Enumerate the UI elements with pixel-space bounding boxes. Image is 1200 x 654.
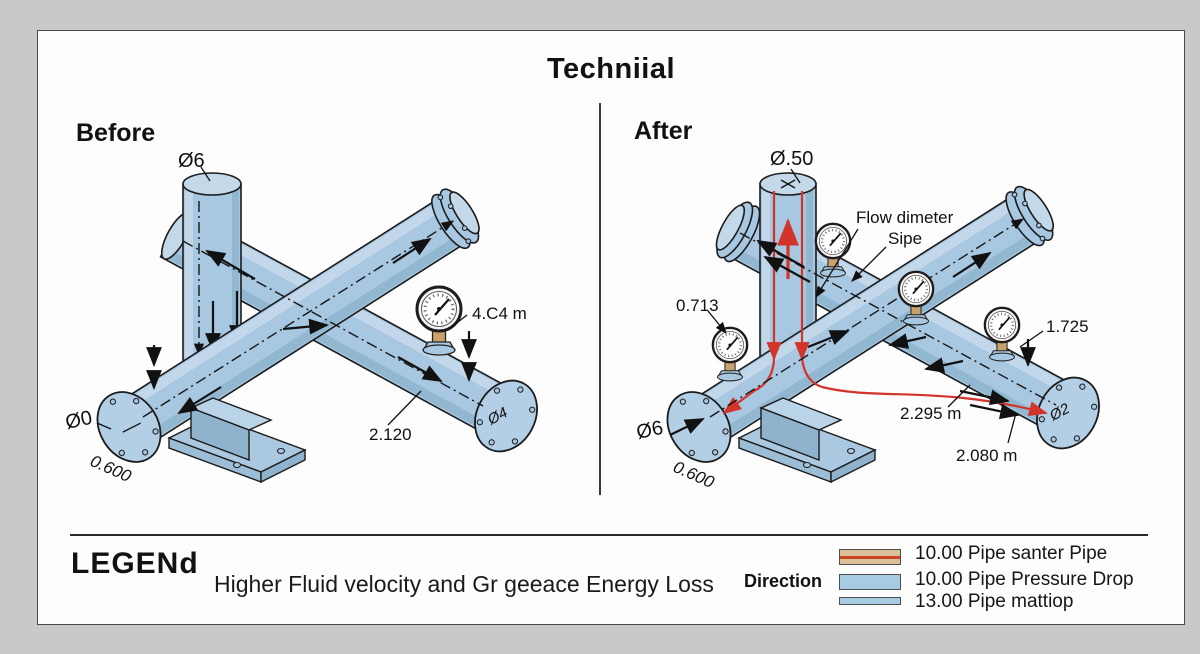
- legend-direction-label: Direction: [744, 571, 823, 591]
- after-left-flange-diameter-label: Ø6: [634, 417, 665, 444]
- after-base-dimension-label: 0.600: [670, 457, 717, 492]
- legend-subtitle: Higher Fluid velocity and Gr geeace Ener…: [214, 571, 714, 597]
- after-lower-length-label: 2.080 m: [956, 446, 1017, 465]
- panel-divider: [599, 103, 601, 495]
- before-top-diameter-label: Ø6: [178, 150, 205, 172]
- after-diagram: Ø.50 Flow dimeter Sipe 0.713 1.725 2.295…: [634, 148, 1100, 492]
- legend-swatch-blue: [839, 574, 901, 590]
- after-flow-note-line2: Sipe: [888, 229, 922, 248]
- legend-heading: LEGENd: [71, 547, 199, 580]
- legend-swatch-thin-blue: [839, 597, 901, 605]
- after-right-gauge-reading-label: 1.725: [1046, 317, 1089, 336]
- before-left-flange-diameter-label: Ø0: [63, 407, 94, 434]
- page-title: Techniial: [546, 53, 676, 85]
- drawing-sheet: Techniial Before After: [37, 30, 1185, 625]
- legend-item-label: 10.00 Pipe Pressure Drop: [915, 569, 1134, 590]
- flange-lower-left: [96, 391, 162, 463]
- legend-swatch-tan: [839, 549, 901, 565]
- after-heading: After: [634, 117, 693, 145]
- pipe-lowerleft-upperright: [117, 188, 480, 448]
- legend-item-label: 10.00 Pipe santer Pipe: [915, 543, 1108, 564]
- after-left-gauge-reading-label: 0.713: [676, 296, 719, 315]
- before-gauge-reading-label: 4.C4 m: [472, 304, 527, 323]
- after-upper-length-label: 2.295 m: [900, 404, 961, 423]
- flow-path-red: [722, 191, 1048, 417]
- before-length-label: 2.120: [369, 425, 412, 444]
- before-diagram: Ø6 4.C4 m 2.120 Ø4 Ø0 0.600: [63, 150, 538, 486]
- flange-lower-right: [1036, 376, 1100, 450]
- after-flow-note-line1: Flow dimeter: [856, 208, 954, 227]
- before-heading: Before: [76, 119, 156, 147]
- flange-lower-right: [474, 379, 538, 453]
- after-top-diameter-label: Ø.50: [770, 148, 813, 170]
- legend-swatch-redline: [840, 555, 900, 559]
- legend-separator: [70, 534, 1148, 536]
- legend-item-label: 13.00 Pipe mattiop: [915, 591, 1074, 612]
